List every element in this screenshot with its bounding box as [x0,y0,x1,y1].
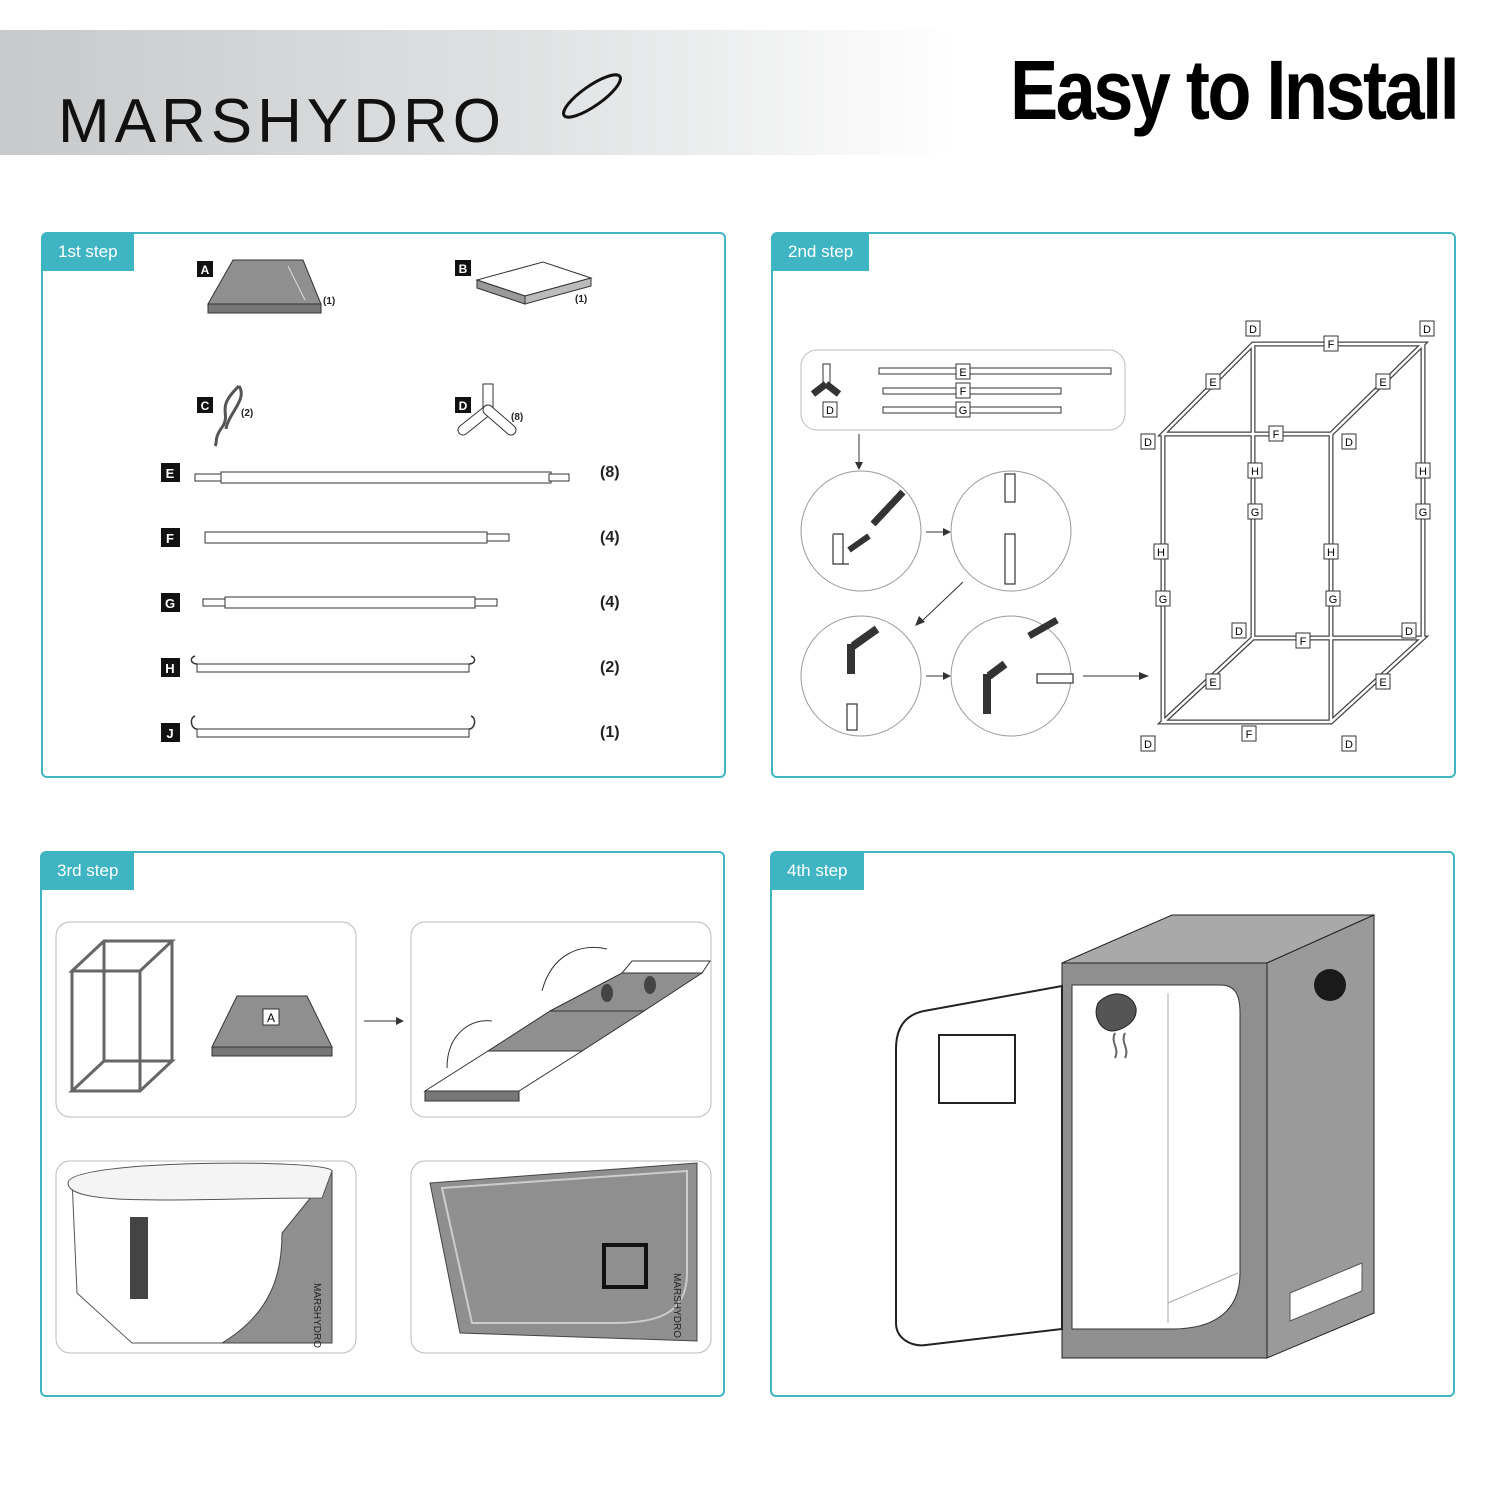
svg-text:J: J [166,726,173,741]
qty-c: (2) [241,408,254,419]
svg-text:F: F [1300,636,1307,648]
svg-text:H: H [1419,466,1427,478]
svg-text:D: D [826,405,834,417]
svg-text:A: A [201,263,210,277]
detail-circles [800,470,1072,737]
svg-text:C: C [201,399,210,413]
part-h-hanging-bar: H [161,655,476,677]
step-3-panel: 3rd step A [40,851,725,1397]
qty-e: (8) [600,464,620,481]
qty-j: (1) [600,724,620,741]
frame-part-labels: D D F E E D D F H H G G H H G G D D F E … [1140,320,1435,752]
assembled-frame-inner [1159,342,1427,724]
svg-text:E: E [1379,377,1386,389]
logo-wordmark: MARSHYDRO [58,87,506,155]
part-e-long-pole: E [161,463,570,484]
svg-text:F: F [166,531,174,546]
finished-tent-diagram [895,914,1375,1359]
svg-text:D: D [1144,437,1152,449]
step-1-panel: 1st step A B C D [41,232,726,778]
frame-assembly-diagram: E F G D [800,320,1435,752]
qty-b: (1) [575,294,588,305]
svg-text:D: D [1405,626,1413,638]
small-frame [68,939,176,1093]
part-d-connector: D [455,383,517,436]
svg-text:H: H [165,661,174,676]
svg-text:G: G [1329,594,1338,606]
svg-text:G: G [1251,507,1260,519]
svg-text:D: D [1249,324,1257,336]
step-3-tab: 3rd step [41,852,135,890]
svg-text:F: F [1328,339,1335,351]
svg-text:E: E [1209,377,1216,389]
canvas-fitting-diagram: A MARSHYDRO MARSH [55,921,712,1354]
vent-port [1314,969,1346,1001]
svg-text:H: H [1157,547,1165,559]
svg-text:G: G [165,596,175,611]
unfolded-canvas [423,946,711,1102]
svg-text:G: G [1159,594,1168,606]
svg-text:MARSHYDRO: MARSHYDRO [311,1283,322,1348]
part-f-pole: F [161,528,510,547]
hanging-light-icon [1095,993,1137,1059]
marshydro-logo: MARSHYDRO [58,73,622,155]
tent-interior-sketch: MARSHYDRO [67,1162,333,1348]
step-4-tab: 4th step [771,852,864,890]
svg-text:B: B [459,262,468,276]
svg-text:G: G [1419,507,1428,519]
svg-text:E: E [1209,677,1216,689]
tent-opening [1071,984,1241,1330]
part-a-canvas: A [197,259,322,314]
qty-d: (8) [511,412,524,423]
step-2-tab: 2nd step [772,233,870,271]
parts-list-diagram: A B C D [161,259,593,742]
svg-text:F: F [1246,729,1253,741]
open-door-flap[interactable] [895,984,1063,1347]
part-g-pole: G [161,593,498,612]
svg-text:F: F [1273,429,1280,441]
part-j-hanging-bar: J [161,715,476,742]
page-title: Easy to Install [1010,43,1460,137]
svg-text:E: E [1379,677,1386,689]
tent-side [1266,914,1375,1359]
qty-g: (4) [600,594,620,611]
svg-text:D: D [459,399,468,413]
svg-text:F: F [960,386,967,398]
side-vent-window [1289,1262,1363,1322]
door-window [938,1034,1016,1104]
step-1-tab: 1st step [42,233,134,271]
svg-text:D: D [1144,739,1152,751]
part-c-rope-hanger: C [197,384,243,447]
step-4-panel: 4th step [770,851,1455,1397]
svg-text:D: D [1235,626,1243,638]
qty-f: (4) [600,529,620,546]
svg-text:D: D [1345,437,1353,449]
canvas-a: A [211,995,333,1057]
svg-text:G: G [959,405,968,417]
svg-text:D: D [1423,324,1431,336]
svg-text:A: A [267,1011,275,1025]
svg-text:E: E [166,466,175,481]
assembled-frame [1156,341,1430,725]
qty-h: (2) [600,659,620,676]
svg-text:H: H [1327,547,1335,559]
svg-text:D: D [1345,739,1353,751]
step-2-panel: 2nd step E F G D [771,232,1456,778]
part-b-tray: B [455,260,593,305]
qty-a: (1) [323,296,336,307]
connector-callout-icon [810,363,842,397]
canvas-window-sketch: MARSHYDRO [429,1162,698,1342]
svg-text:H: H [1251,466,1259,478]
svg-text:E: E [959,367,966,379]
svg-text:MARSHYDRO: MARSHYDRO [671,1273,682,1338]
brand-banner: MARSHYDRO [0,30,960,155]
